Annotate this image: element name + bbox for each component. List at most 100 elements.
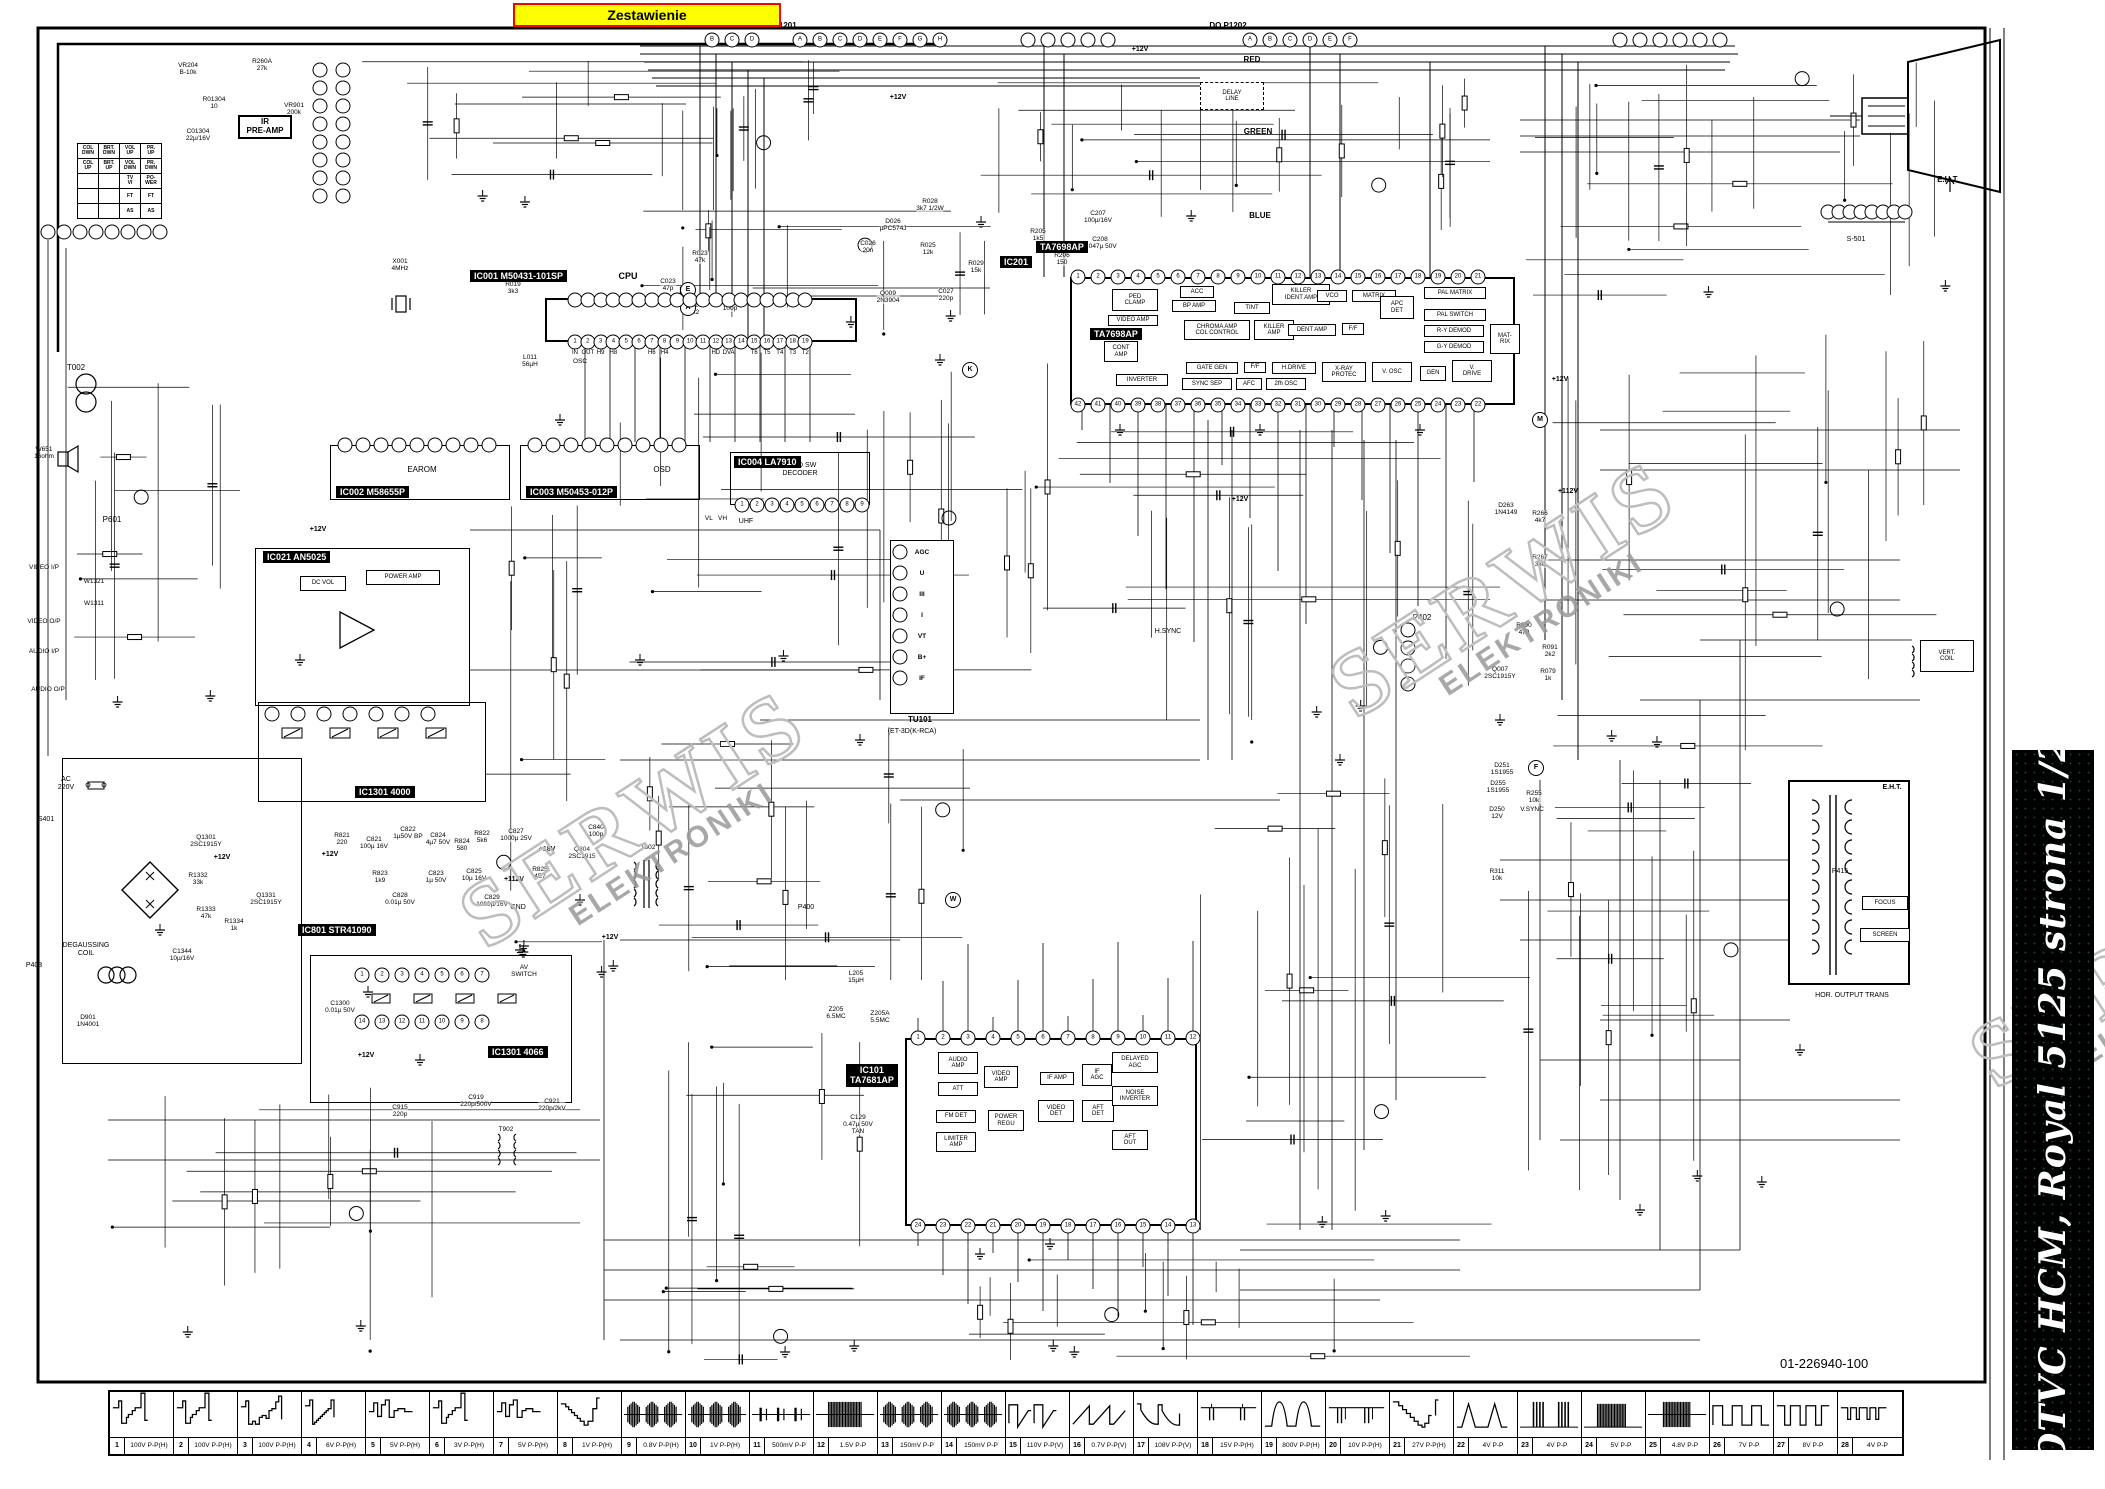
waveform-trace xyxy=(432,1392,468,1424)
ic-label: IC001 M50431-101SP xyxy=(470,270,568,283)
pin: 5 xyxy=(434,967,450,983)
pin xyxy=(56,224,72,240)
pin: 35 xyxy=(1210,397,1226,413)
pin: 14 xyxy=(354,1014,370,1030)
pin xyxy=(335,152,351,168)
schematic-label: GREEN xyxy=(1243,127,1273,136)
ic-label: IC1301 4000 xyxy=(355,786,415,799)
pin xyxy=(1400,658,1416,674)
pin: 18 xyxy=(1410,269,1426,285)
schematic-label: +112V xyxy=(1557,488,1579,495)
pin xyxy=(312,134,328,150)
pin: E xyxy=(1322,32,1338,48)
ic201-block: CHROMA AMP COL CONTROL xyxy=(1184,320,1250,340)
keypad-key: BRT. DWN xyxy=(98,143,120,159)
waveform-value: 6V P-P(H) xyxy=(325,1442,357,1449)
pin: 20 xyxy=(1010,1218,1026,1234)
pin-label: OUT xyxy=(581,350,595,356)
pin xyxy=(1672,32,1688,48)
ic201-block: 2fh OSC xyxy=(1266,378,1306,390)
document-number: 01-226940-100 xyxy=(1780,1356,1869,1371)
component-label: Q1301 2SC1915Y xyxy=(190,834,222,849)
waveform-number: 17 xyxy=(1134,1438,1149,1454)
tuner-terminal xyxy=(892,565,908,581)
waveform-trace xyxy=(943,1401,1003,1428)
pin xyxy=(445,437,461,453)
ic101-block: IF AGC xyxy=(1082,1064,1112,1086)
waveform-number: 23 xyxy=(1518,1438,1533,1454)
pin: 3 xyxy=(764,497,780,513)
pin: 6 xyxy=(809,497,825,513)
pin: 10 xyxy=(434,1014,450,1030)
component-label: R079 1k xyxy=(1540,668,1556,683)
waveform-trace xyxy=(176,1392,212,1424)
ic-label: IC801 STR41090 xyxy=(298,924,376,937)
pin: 10 xyxy=(1135,1030,1151,1046)
waveform-value: 108V P-P(V) xyxy=(1154,1442,1192,1449)
schematic-label: RED xyxy=(1243,55,1261,64)
pin: 10 xyxy=(1250,269,1266,285)
ic201-block: ACC xyxy=(1180,286,1214,298)
reference-bubble: K xyxy=(962,362,978,378)
pin: 22 xyxy=(960,1218,976,1234)
pin: 21 xyxy=(985,1218,1001,1234)
pin xyxy=(394,706,410,722)
schematic-label: P415 xyxy=(1831,868,1849,875)
component-label: R1333 47k xyxy=(196,906,216,921)
pin: 2 xyxy=(935,1030,951,1046)
pin xyxy=(264,706,280,722)
waveform-value: 100V P-P(H) xyxy=(258,1442,296,1449)
pin xyxy=(312,170,328,186)
component-label: D901 1N4001 xyxy=(76,1014,100,1029)
waveform-value: 0.8V P-P(H) xyxy=(643,1442,679,1449)
ic201-block: KILLER IDENT AMP xyxy=(1272,284,1330,305)
tuner-terminal xyxy=(892,607,908,623)
pin: 20 xyxy=(1450,269,1466,285)
waveform-value: 10V P-P(H) xyxy=(1348,1442,1382,1449)
waveform-number: 10 xyxy=(686,1438,701,1454)
ic101-block: IF AMP xyxy=(1040,1072,1074,1085)
pin xyxy=(391,437,407,453)
schematic-label: +12V xyxy=(1551,376,1569,383)
pin: 5 xyxy=(1010,1030,1026,1046)
flyback-transformer-body xyxy=(1788,780,1910,985)
pin: 33 xyxy=(1250,397,1266,413)
pin: 9 xyxy=(454,1014,470,1030)
schematic-label: HOR. OUTPUT TRANS xyxy=(1815,992,1889,999)
zestawienie-link[interactable]: Zestawienie xyxy=(513,3,781,27)
function-box: POWER AMP xyxy=(366,570,440,585)
waveform-trace xyxy=(304,1399,335,1425)
component-label: R023 47k xyxy=(692,250,708,265)
component-label: R823 1k9 xyxy=(372,870,388,885)
schematic-label: OSD xyxy=(653,465,671,474)
waveform-trace xyxy=(1647,1401,1707,1428)
pin-label: IN xyxy=(572,350,578,356)
waveform-value: 150mV P-P xyxy=(900,1442,934,1449)
pin: 7 xyxy=(1060,1030,1076,1046)
pin: 36 xyxy=(1190,397,1206,413)
schematic-label: +12V xyxy=(601,934,619,941)
pin xyxy=(136,224,152,240)
schematic-label: +12V xyxy=(213,854,231,861)
ic1301-switch-body xyxy=(258,702,486,802)
waveform-number: 2 xyxy=(174,1438,189,1454)
pin: 17 xyxy=(1390,269,1406,285)
ic201-block: VIDEO AMP xyxy=(1108,315,1158,326)
pin: 24 xyxy=(1430,397,1446,413)
ic1301-av-switch-body xyxy=(310,955,572,1103)
schematic-label: W1311 xyxy=(83,600,105,607)
component-label: C827 1000µ 25V xyxy=(500,828,532,843)
pin: 6 xyxy=(454,967,470,983)
waveform-value: 5V P-P xyxy=(1610,1442,1632,1449)
waveform-number: 16 xyxy=(1070,1438,1085,1454)
keypad-key: TV VI xyxy=(119,173,141,189)
component-label: D255 1S1955 xyxy=(1486,780,1510,795)
pin: 7 xyxy=(1190,269,1206,285)
pin: 2 xyxy=(580,334,596,350)
